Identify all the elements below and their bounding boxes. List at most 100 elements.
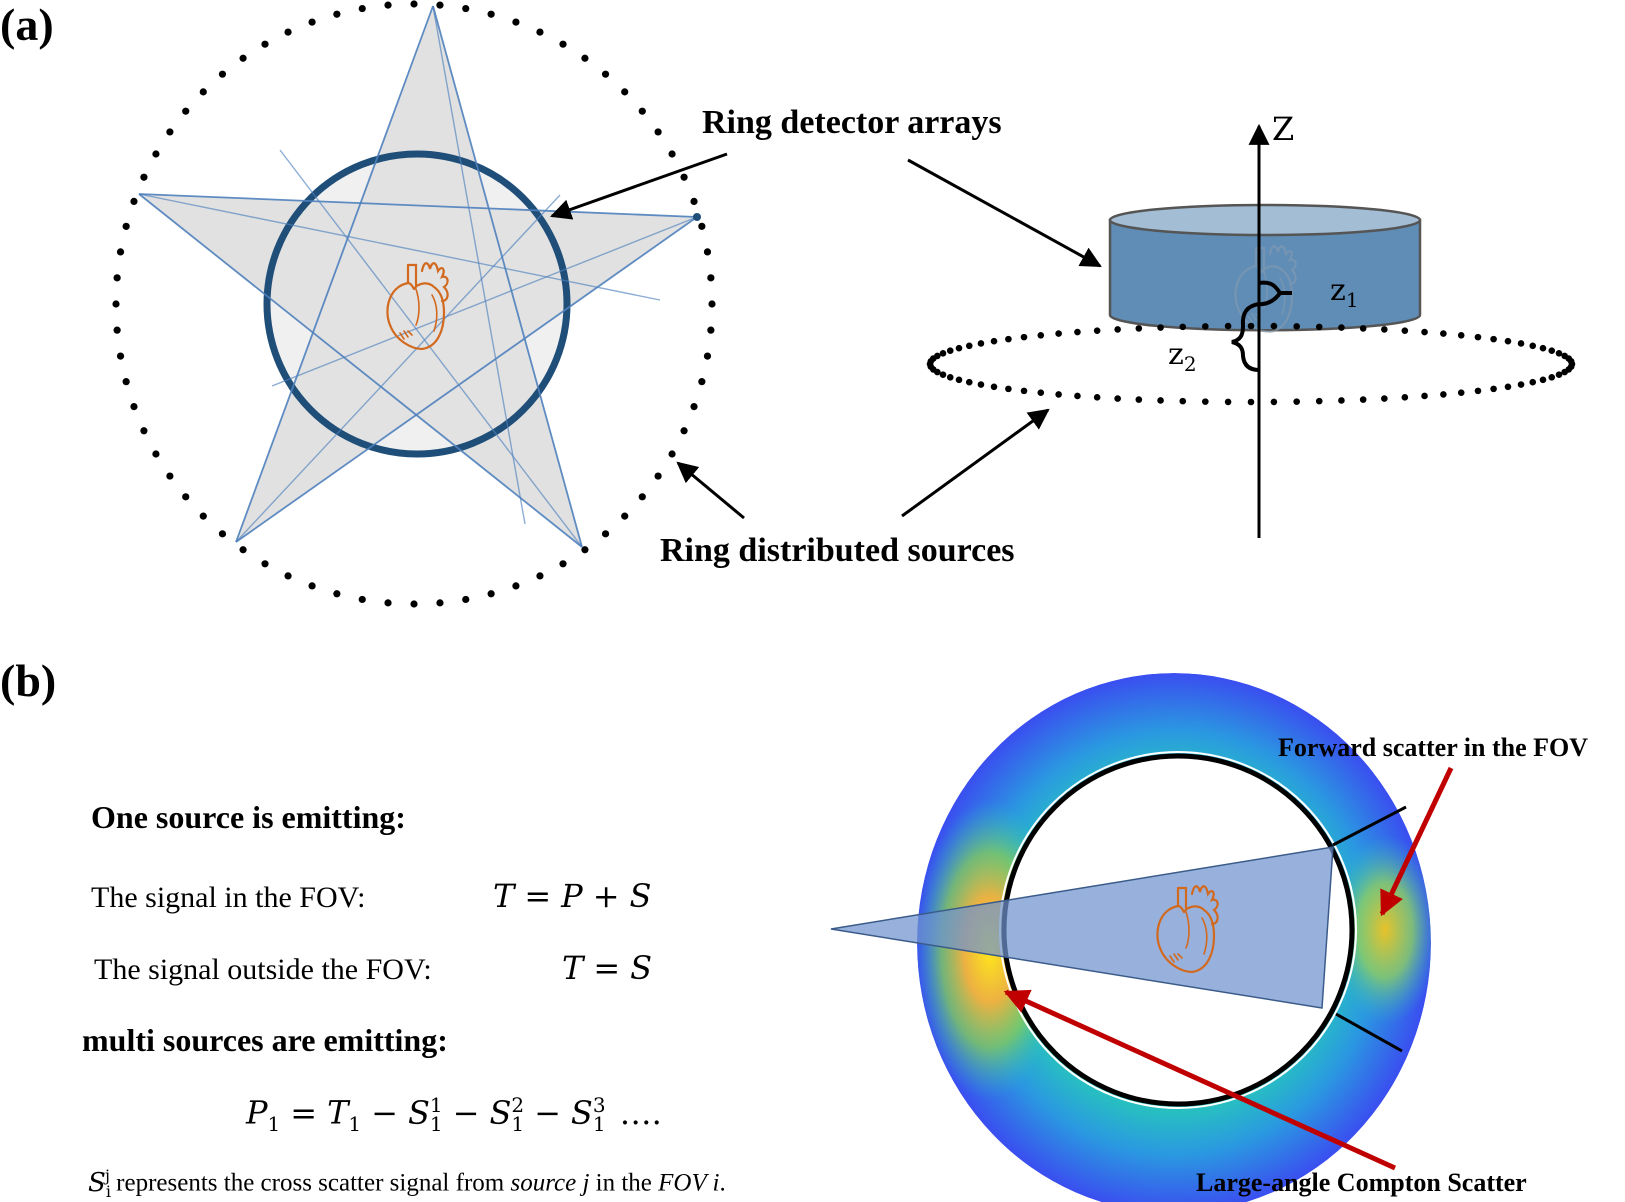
source-dot [1504, 383, 1512, 391]
source-dot [1539, 376, 1547, 384]
note-sym: S [88, 1167, 106, 1198]
note-sub: i [105, 1181, 111, 1201]
source-dot [638, 493, 646, 501]
source-dot [690, 403, 698, 411]
source-dot [122, 378, 130, 386]
source-dot [1474, 333, 1482, 341]
note-source-j: source j [510, 1169, 590, 1197]
source-dot [113, 326, 121, 334]
beam-cone [830, 846, 1334, 1009]
projection-line [432, 5, 526, 525]
source-dot [601, 70, 610, 78]
source-dot [1548, 347, 1556, 355]
source-dot [1561, 368, 1568, 376]
z2-base: z [1168, 337, 1184, 372]
source-dot [1135, 325, 1143, 332]
panel-a-top-view [112, 0, 745, 608]
source-dot [308, 18, 316, 26]
ring-source-dots-3d [926, 322, 1576, 406]
source-dot [113, 274, 121, 282]
z1-sub: 1 [1345, 288, 1359, 312]
multi-source-heading: multi sources are emitting: [82, 1022, 448, 1058]
source-dot [703, 248, 712, 256]
source-dot [1457, 331, 1465, 339]
source-dot [1202, 398, 1209, 405]
z1-label: z1 [1330, 276, 1359, 312]
source-dot [1421, 392, 1428, 400]
source-dot [239, 546, 247, 554]
source-dot [1381, 326, 1388, 333]
source-dot [1202, 323, 1209, 330]
projection-line [235, 216, 698, 543]
source-dot [1401, 327, 1409, 334]
z2-label: z2 [1168, 337, 1197, 376]
forward-scatter-label: Forward scatter in the FOV [1278, 733, 1589, 762]
source-dot [116, 248, 125, 256]
source-dot [621, 512, 629, 520]
source-dot [990, 383, 998, 391]
source-dot [436, 599, 444, 607]
source-dot [581, 546, 589, 554]
source-dot [308, 582, 316, 590]
source-dot [199, 512, 207, 520]
source-dot [1338, 397, 1345, 404]
source-dot [1490, 385, 1497, 393]
eq-ellipsis: …. [619, 1093, 662, 1132]
panel-b-label: (b) [0, 655, 57, 706]
eq-op: − [371, 1093, 398, 1132]
scatter-term-sup: 2 [511, 1093, 525, 1117]
out-fov-label: The signal outside the FOV: [94, 953, 432, 986]
ring-source-dots [112, 0, 716, 608]
source-dot [116, 352, 125, 360]
source-dot [1093, 327, 1101, 334]
source-dot [708, 300, 716, 308]
scatter-term-sup: 3 [592, 1093, 606, 1117]
source-dot [1440, 391, 1447, 398]
scatter-term: S [489, 1093, 512, 1132]
source-dot [1055, 391, 1062, 398]
source-dot [1548, 373, 1556, 381]
source-dot [166, 128, 174, 136]
source-dot [1270, 398, 1278, 406]
source-dot [462, 595, 470, 604]
source-dot [462, 4, 470, 13]
source-dot [284, 572, 292, 580]
eq-op: − [534, 1093, 561, 1132]
source-dot [939, 371, 947, 379]
source-dot [152, 150, 160, 158]
source-dot [1179, 397, 1187, 405]
source-dot [698, 222, 706, 230]
projection-line [138, 193, 583, 548]
source-dot [965, 342, 973, 350]
fov-edge-line-lower [1335, 1012, 1403, 1053]
projection-lines [138, 5, 701, 548]
z2-sub: 2 [1183, 352, 1197, 376]
source-dot [1381, 395, 1388, 402]
source-dot [199, 88, 207, 96]
source-dot [1074, 328, 1081, 336]
source-dot [384, 1, 392, 9]
note-sup: j [104, 1166, 110, 1185]
eq-op: = [593, 949, 621, 987]
source-dot [1555, 371, 1563, 379]
sources-callout-arrow-right [901, 408, 1050, 518]
source-dot [284, 28, 292, 36]
source-dot [1338, 324, 1345, 331]
source-dot [140, 173, 148, 181]
source-dot [946, 373, 954, 381]
source-dot [638, 107, 646, 115]
source-dot [1114, 395, 1121, 402]
eq-term: S [629, 877, 652, 915]
eq-sub: 1 [348, 1111, 362, 1136]
source-dot [965, 378, 973, 386]
projection-line [138, 193, 661, 301]
forward-scatter-arrow [1379, 766, 1454, 917]
source-dot [1005, 335, 1012, 343]
source-dot [1421, 328, 1428, 336]
source-dot [1157, 324, 1164, 331]
source-dot [1517, 381, 1525, 388]
source-dot [1504, 337, 1512, 345]
source-dot [1247, 398, 1255, 406]
